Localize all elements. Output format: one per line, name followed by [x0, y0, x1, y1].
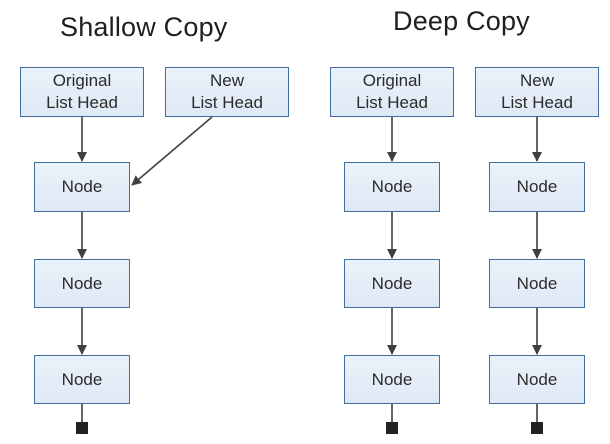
arrow-shallow-new-to-node1 [131, 116, 213, 186]
shallow-original-head-line2: List Head [46, 93, 118, 112]
shallow-original-list-head: Original List Head [20, 67, 144, 117]
deep-copy-title: Deep Copy [393, 6, 530, 36]
shallow-new-list-head: New List Head [165, 67, 289, 117]
deep-original-node-1: Node [344, 162, 440, 212]
shallow-node-1: Node [34, 162, 130, 212]
shallow-node-2: Node [34, 259, 130, 308]
deep-new-node-3: Node [489, 355, 585, 404]
deep-original-head-line2: List Head [356, 93, 428, 112]
deep-new-node-2: Node [489, 259, 585, 308]
deep-original-node-2: Node [344, 259, 440, 308]
deep-new-head-line1: New [519, 71, 554, 90]
shallow-node-3: Node [34, 355, 130, 404]
deep-new-list-head: New List Head [475, 67, 599, 117]
deep-new-list-terminator [531, 422, 543, 434]
shallow-original-head-line1: Original [52, 71, 112, 90]
deep-original-head-line1: Original [362, 71, 422, 90]
deep-original-node-3: Node [344, 355, 440, 404]
deep-original-list-terminator [386, 422, 398, 434]
shallow-new-head-line1: New [209, 71, 244, 90]
shallow-list-terminator [76, 422, 88, 434]
deep-original-list-head: Original List Head [330, 67, 454, 117]
shallow-copy-title: Shallow Copy [60, 12, 228, 42]
shallow-new-head-line2: List Head [191, 93, 263, 112]
deep-new-node-1: Node [489, 162, 585, 212]
deep-new-head-line2: List Head [501, 93, 573, 112]
